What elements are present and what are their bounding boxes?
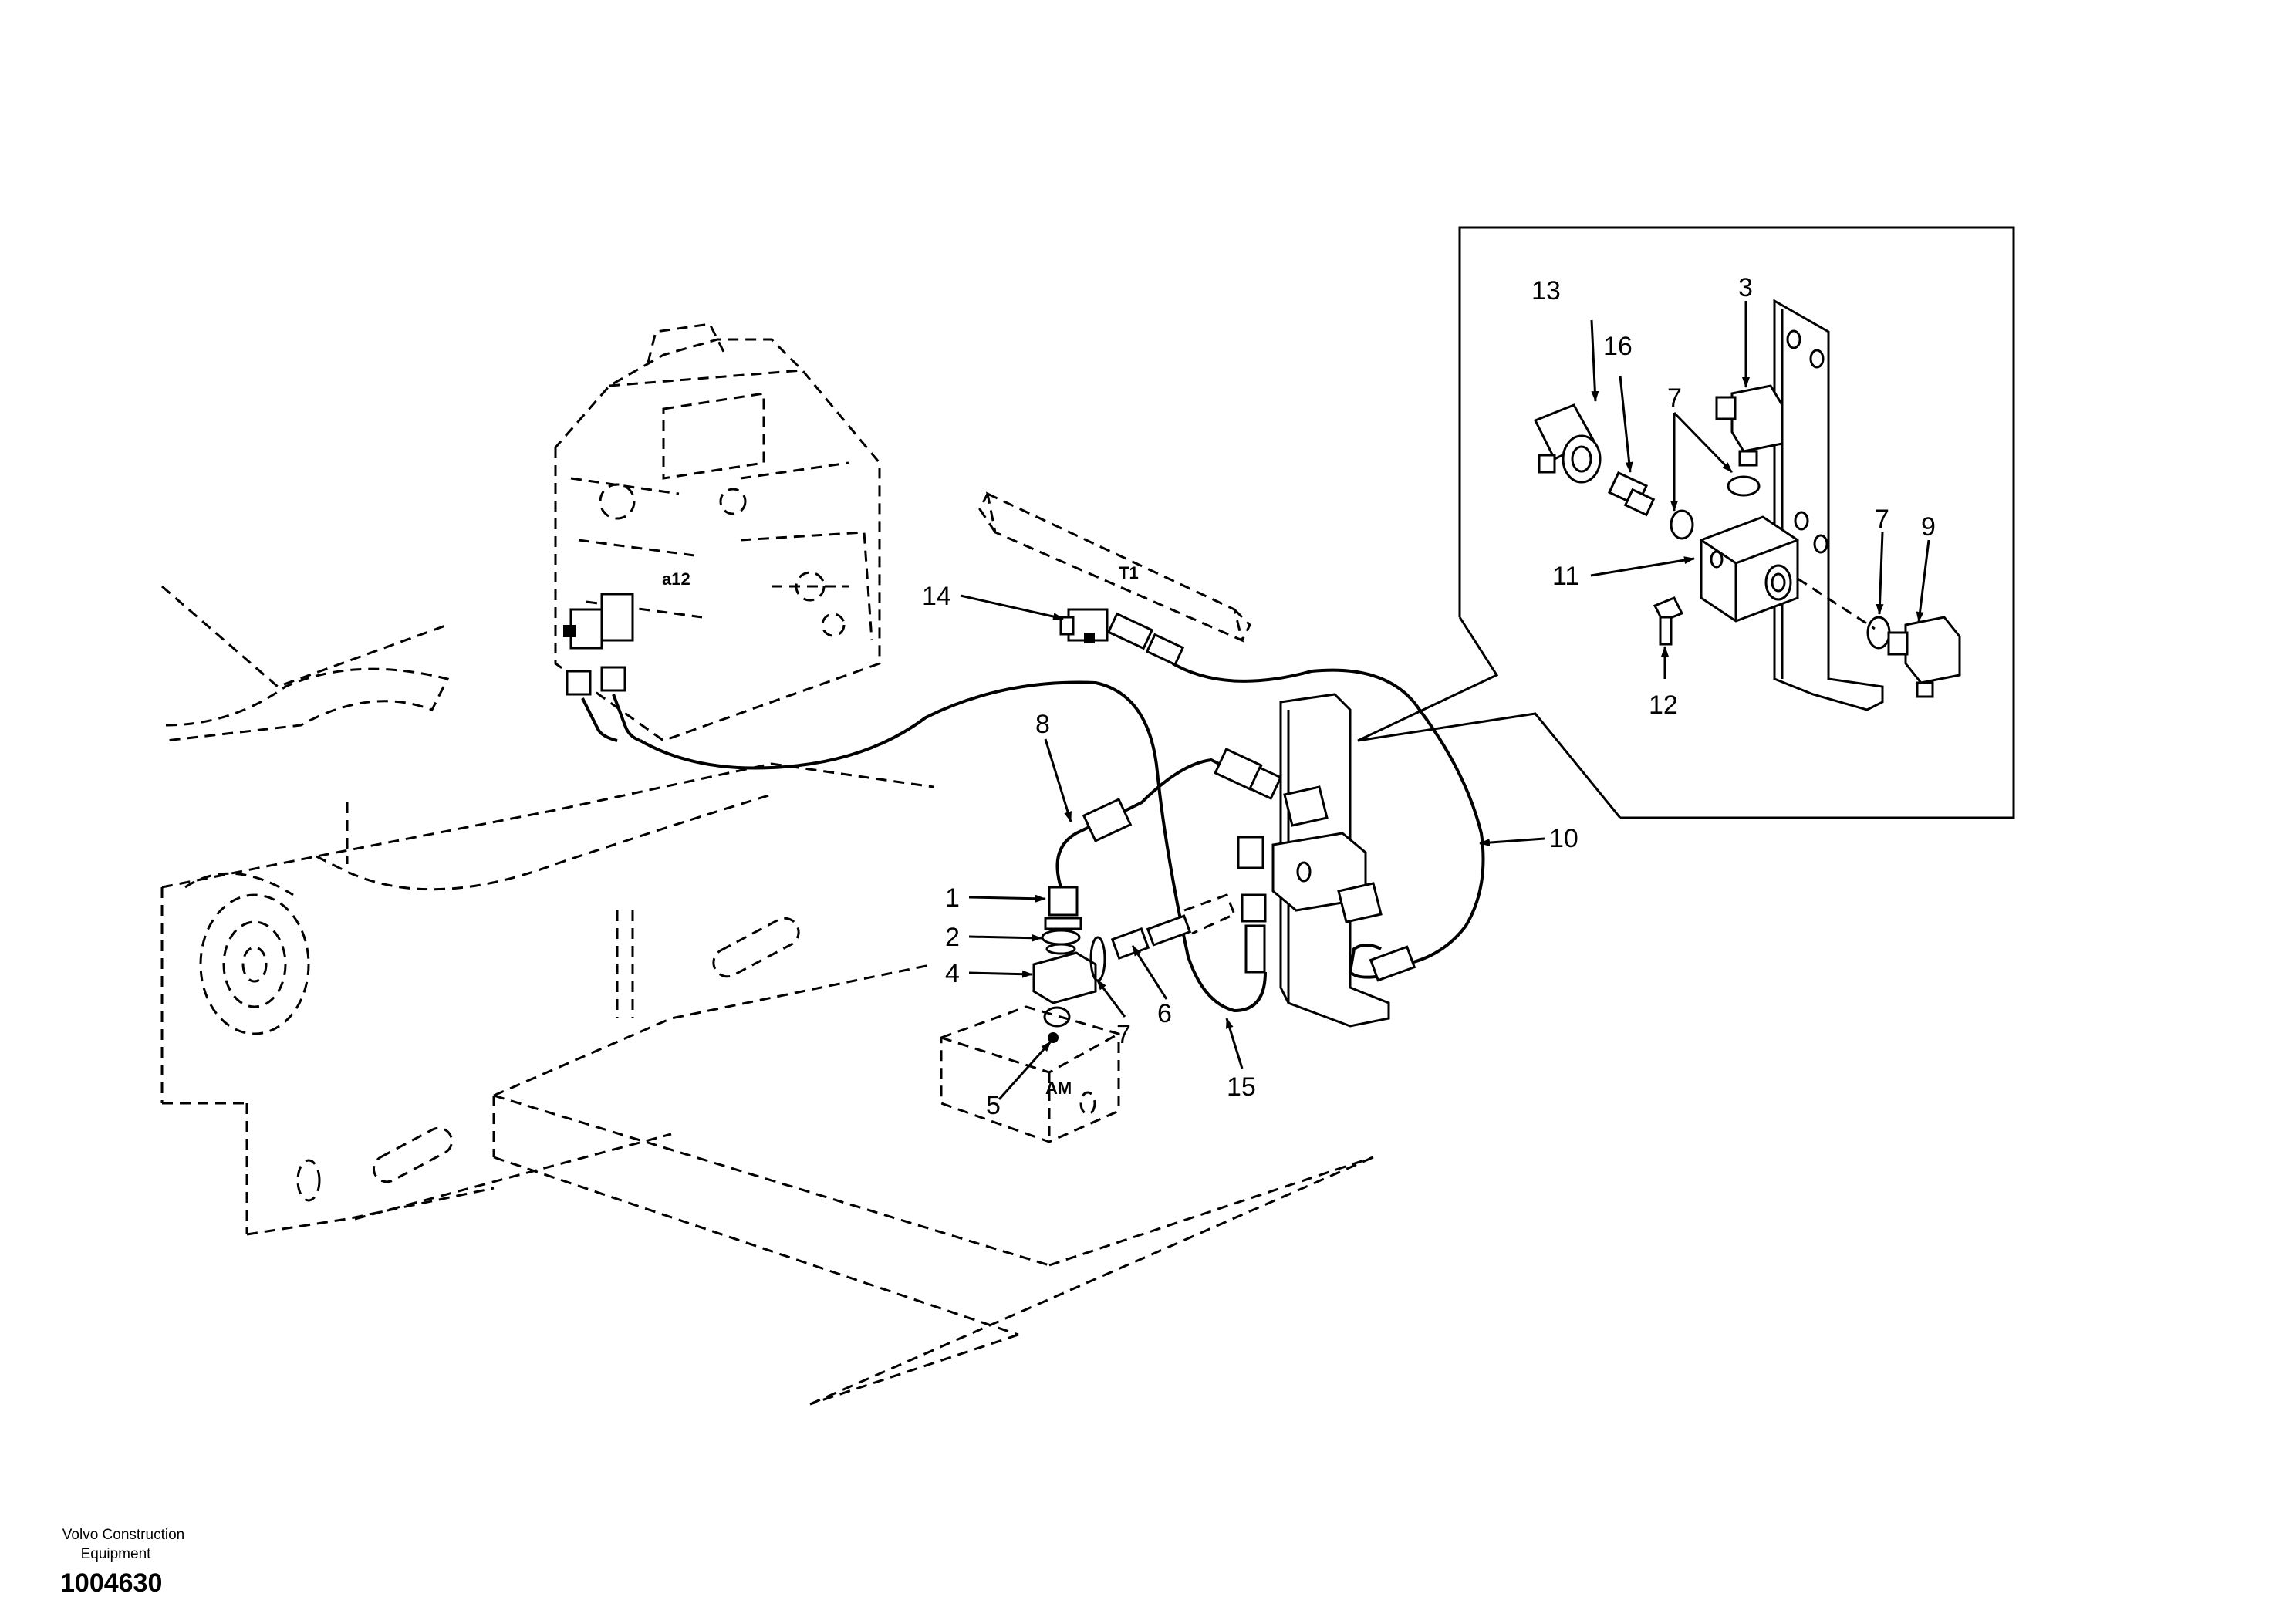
callout-16: 16 — [1603, 332, 1633, 361]
tank-fittings — [1059, 608, 1185, 667]
callout-10: 10 — [1549, 824, 1578, 853]
callout-5: 5 — [986, 1091, 1001, 1120]
bracket-assembly-main — [1271, 693, 1416, 1028]
valve-solenoid-fittings — [563, 593, 641, 742]
tag-valve-port: a12 — [662, 569, 690, 589]
tag-tank-port: T1 — [1119, 563, 1139, 582]
footer-brand-line2: Equipment — [81, 1546, 152, 1562]
footer: Volvo Construction Equipment 1004630 — [60, 1527, 184, 1598]
callout-3: 3 — [1738, 273, 1753, 302]
callout-11: 11 — [1552, 562, 1579, 591]
fitting-stack-motor — [1032, 886, 1097, 1043]
callout-1: 1 — [945, 883, 960, 913]
motor-block-dashed — [940, 1005, 1120, 1143]
callout-13: 13 — [1531, 276, 1561, 306]
callout-9: 9 — [1921, 512, 1936, 542]
machine-frame-outline — [160, 585, 1374, 1406]
callout-12: 12 — [1649, 690, 1678, 720]
footer-brand-line1: Volvo Construction — [62, 1527, 184, 1543]
fitting-8-elbow — [1055, 798, 1133, 888]
callout-arrows — [960, 301, 1930, 1100]
hose-15-fittings — [1214, 748, 1282, 974]
detail-leader — [1357, 616, 1622, 819]
callout-7-inset-right: 7 — [1875, 505, 1889, 534]
callout-14: 14 — [922, 582, 951, 611]
tag-motor-port: AM — [1045, 1079, 1072, 1098]
callout-2: 2 — [945, 923, 960, 952]
callout-8: 8 — [1035, 710, 1050, 739]
drawing-number: 1004630 — [60, 1568, 162, 1598]
port-tags: a12 T1 AM — [662, 563, 1139, 1098]
callout-6: 6 — [1157, 999, 1172, 1028]
callout-labels: 1 2 3 4 5 6 7 7 7 8 9 10 11 12 13 14 15 … — [922, 273, 1936, 1120]
tank-line-dashed — [978, 491, 1251, 643]
detail-inset — [1458, 226, 2015, 819]
callout-7-inset-top: 7 — [1667, 383, 1682, 413]
callout-7-left: 7 — [1116, 1020, 1131, 1049]
callout-4: 4 — [945, 959, 960, 988]
hose-lines — [640, 662, 1485, 1013]
callout-15: 15 — [1227, 1072, 1256, 1102]
fitting-6-nipple — [1089, 893, 1236, 982]
